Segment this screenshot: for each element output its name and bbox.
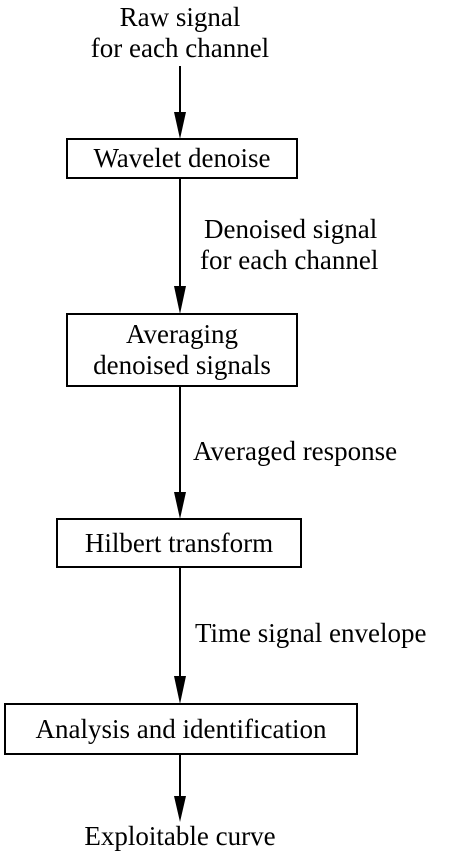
time-signal-envelope-label: Time signal envelope	[195, 618, 427, 648]
arrowhead-2	[174, 286, 186, 314]
arrowhead-5	[174, 796, 186, 822]
wavelet-denoise-box: Wavelet denoise	[66, 138, 298, 179]
averaged-response-label: Averaged response	[193, 436, 398, 466]
analysis-box: Analysis and identification	[4, 703, 358, 755]
arrowhead-1	[174, 112, 186, 139]
analysis-text: Analysis and identification	[35, 713, 327, 744]
arrowhead-3	[174, 492, 186, 519]
arrowhead-4	[174, 676, 186, 704]
denoised-signal-line1: Denoised signal	[204, 214, 378, 244]
input-label: Raw signal for each channel	[80, 2, 280, 64]
averaging-box: Averaging denoised signals	[66, 313, 298, 387]
input-label-line1: Raw signal	[119, 2, 241, 32]
averaging-line1: Averaging	[126, 319, 238, 349]
hilbert-transform-box: Hilbert transform	[56, 518, 302, 568]
output-label: Exploitable curve	[84, 821, 276, 851]
hilbert-transform-text: Hilbert transform	[84, 527, 274, 558]
denoised-signal-line2: for each channel	[200, 245, 379, 275]
input-label-line2: for each channel	[90, 33, 270, 63]
wavelet-denoise-text: Wavelet denoise	[93, 143, 271, 173]
denoised-signal-label: Denoised signal for each channel	[200, 214, 378, 276]
averaging-line2: denoised signals	[93, 350, 271, 380]
